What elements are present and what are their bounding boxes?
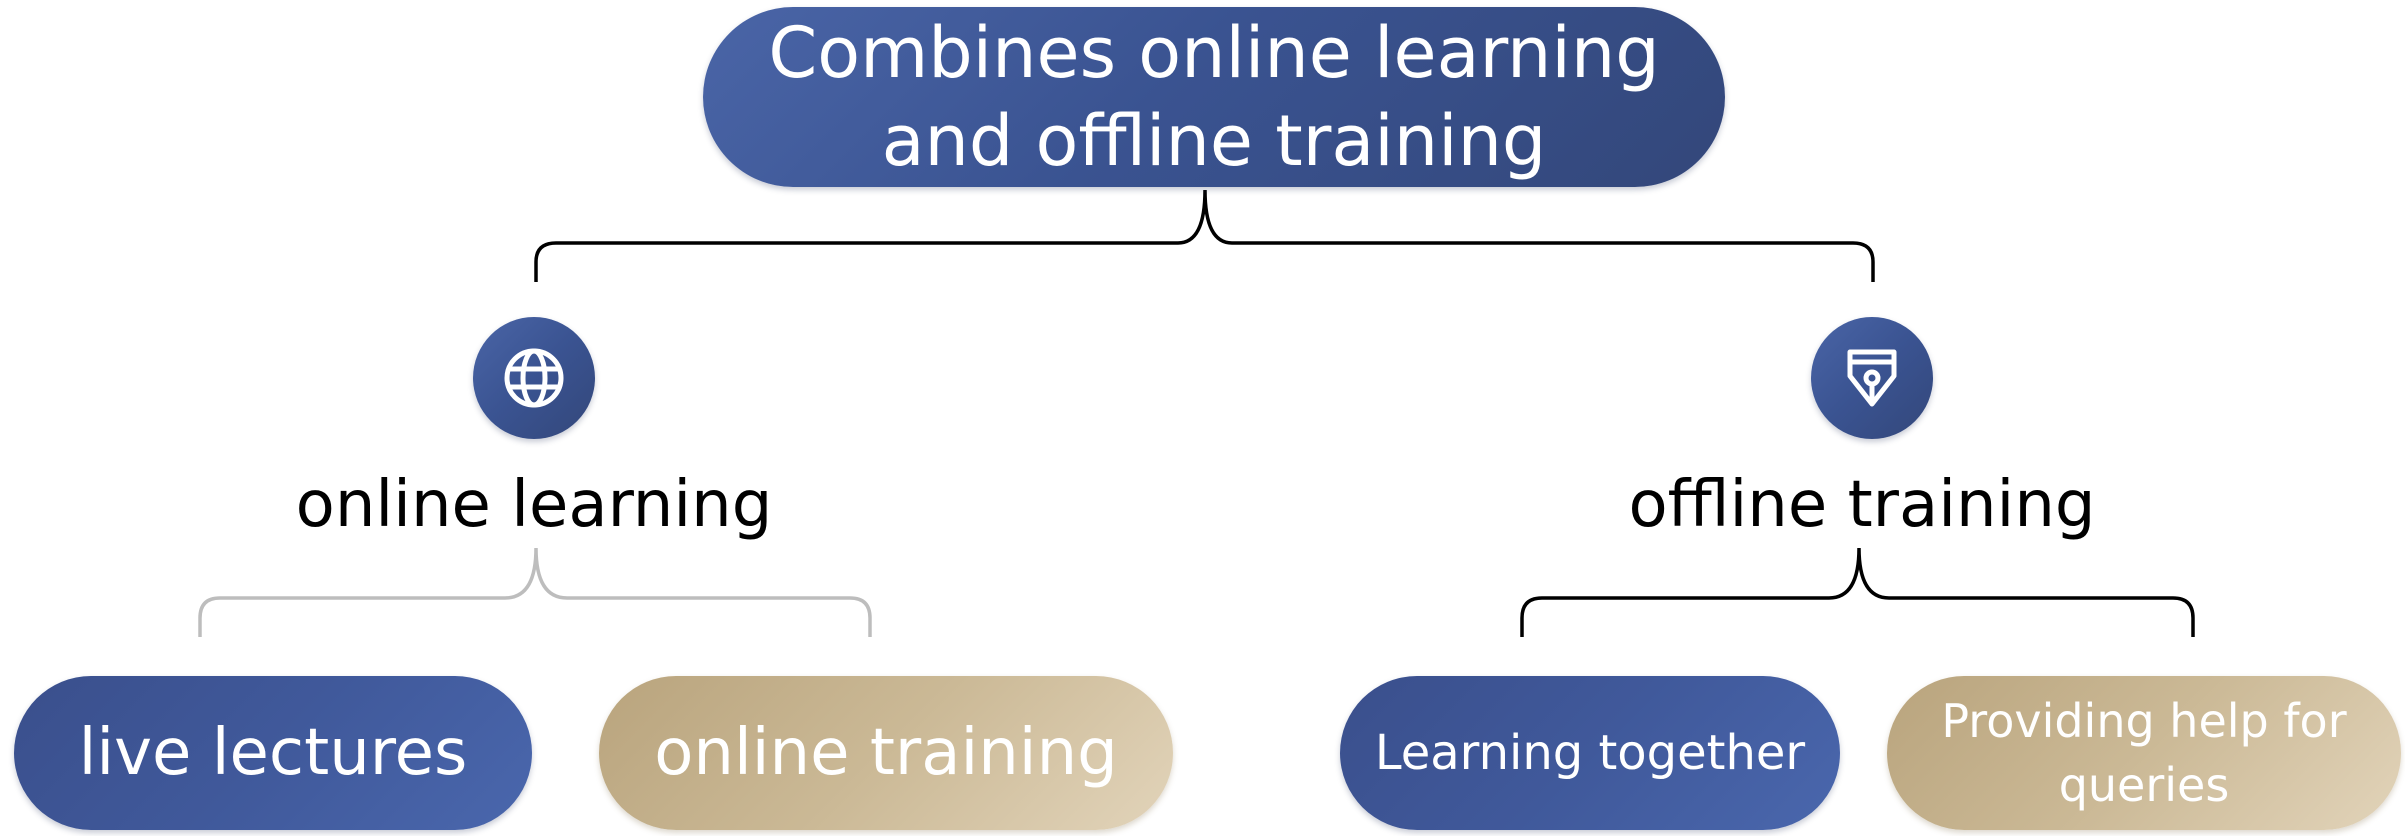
- online-brace: [198, 547, 872, 637]
- offline-brace: [1520, 547, 2195, 637]
- root-label-line2: and offline training: [881, 100, 1547, 182]
- online-training-node: online training: [599, 676, 1173, 830]
- offline-training-label: offline training: [1628, 468, 2096, 542]
- globe-icon: [473, 317, 595, 439]
- learning-together-node: Learning together: [1340, 676, 1840, 830]
- providing-help-node: Providing help for queries: [1887, 676, 2401, 830]
- online-learning-label: online learning: [295, 468, 773, 542]
- root-node: Combines online learning and offline tra…: [703, 7, 1725, 187]
- root-label-line1: Combines online learning: [768, 12, 1660, 94]
- root-brace: [534, 189, 1875, 282]
- fountain-pen-icon: [1811, 317, 1933, 439]
- live-lectures-node: live lectures: [14, 676, 532, 830]
